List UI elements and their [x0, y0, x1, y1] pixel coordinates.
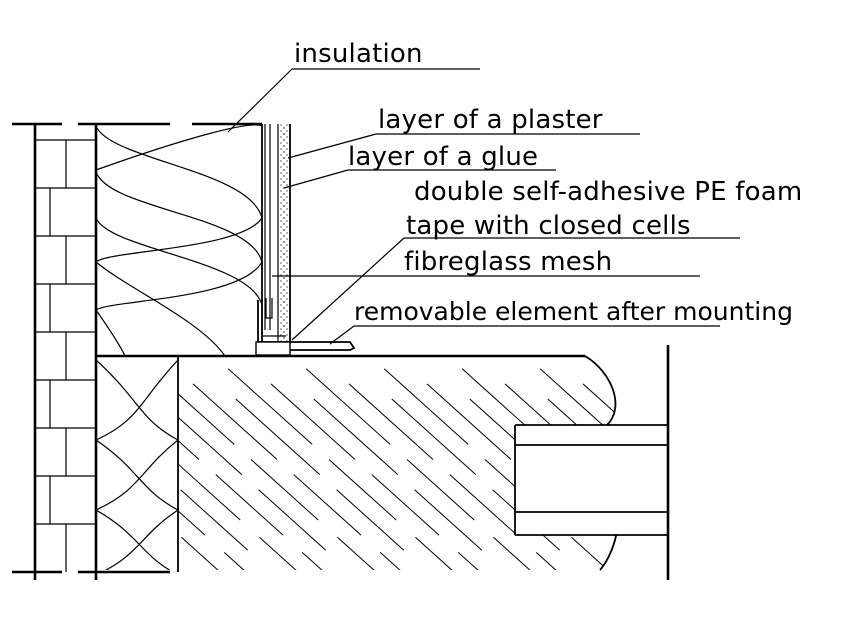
hatch-stroke — [406, 459, 475, 521]
hatch-stroke — [727, 537, 766, 572]
hatch-stroke — [848, 552, 860, 572]
hatch-stroke — [426, 383, 512, 460]
brick-wall — [12, 122, 262, 580]
hatch-stroke — [178, 474, 206, 536]
window-beam — [514, 345, 670, 580]
hatch-stroke — [178, 368, 235, 445]
hatch-stroke — [301, 552, 325, 570]
hatch-stroke — [391, 398, 477, 476]
hatch-stroke — [227, 368, 313, 445]
hatch-stroke — [223, 552, 247, 570]
hatch-stroke — [774, 369, 858, 445]
hatch-stroke — [258, 489, 327, 551]
label-mesh: fibreglass mesh — [404, 247, 612, 277]
hatch-stroke — [259, 536, 299, 570]
upper-insulation — [95, 124, 263, 357]
label-foam-tape-line1: double self-adhesive PE foam — [414, 177, 802, 207]
hatch-stroke — [582, 383, 621, 460]
label-insulation: insulation — [294, 39, 423, 69]
hatch-stroke — [661, 384, 745, 460]
hatch-stroke — [840, 475, 860, 535]
hatch-stroke — [571, 536, 611, 570]
hatch-stroke — [805, 490, 860, 550]
hatch-stroke — [250, 459, 319, 521]
hatch-stroke — [178, 459, 241, 521]
hatch-stroke — [328, 459, 397, 521]
hatch-stroke — [215, 474, 284, 536]
hatch-stroke — [379, 552, 403, 570]
hatch-stroke — [415, 536, 455, 570]
hatch-stroke — [383, 368, 469, 445]
hatch-stroke — [782, 399, 860, 475]
hatch-stroke — [613, 552, 621, 570]
label-plaster: layer of a plaster — [378, 105, 603, 135]
hatch-stroke — [457, 552, 481, 570]
hatch-stroke — [80, 399, 164, 475]
hatch-stroke — [337, 536, 377, 570]
hatch-stroke — [449, 474, 518, 536]
hatch-stroke — [305, 368, 391, 445]
hatch-stroke — [704, 399, 788, 475]
hatch-stroke — [178, 383, 200, 460]
hatch-stroke — [684, 475, 751, 535]
hatch-stroke — [762, 475, 829, 535]
lower-insulation — [96, 359, 178, 570]
hatch-stroke — [414, 489, 483, 551]
hatch-stroke — [805, 537, 844, 572]
hatch-stroke — [348, 383, 434, 460]
hatch-stroke — [180, 489, 249, 551]
hatch-stroke — [178, 398, 243, 476]
hatch-stroke — [719, 460, 786, 520]
concrete-hatch — [80, 368, 860, 572]
hatch-stroke — [336, 489, 405, 551]
hatch-stroke — [535, 552, 559, 570]
label-removable-element: removable element after mounting — [354, 297, 793, 326]
hatch-stroke — [371, 474, 440, 536]
hatch-stroke — [727, 490, 794, 550]
hatch-stroke — [313, 398, 399, 476]
leader-lines — [227, 68, 740, 345]
hatch-stroke — [293, 474, 362, 536]
hatch-stroke — [270, 383, 356, 460]
hatch-stroke — [770, 552, 792, 572]
plaster-system — [255, 124, 356, 356]
hatch-stroke — [192, 383, 278, 460]
hatch-stroke — [797, 460, 860, 520]
hatch-stroke — [739, 384, 823, 460]
hatch-stroke — [181, 536, 221, 570]
label-foam-tape-line2: tape with closed cells — [406, 211, 691, 241]
label-glue: layer of a glue — [348, 142, 538, 172]
hatch-stroke — [235, 398, 321, 476]
hatch-stroke — [493, 536, 533, 570]
hatch-stroke — [692, 552, 714, 572]
hatch-stroke — [696, 369, 780, 445]
